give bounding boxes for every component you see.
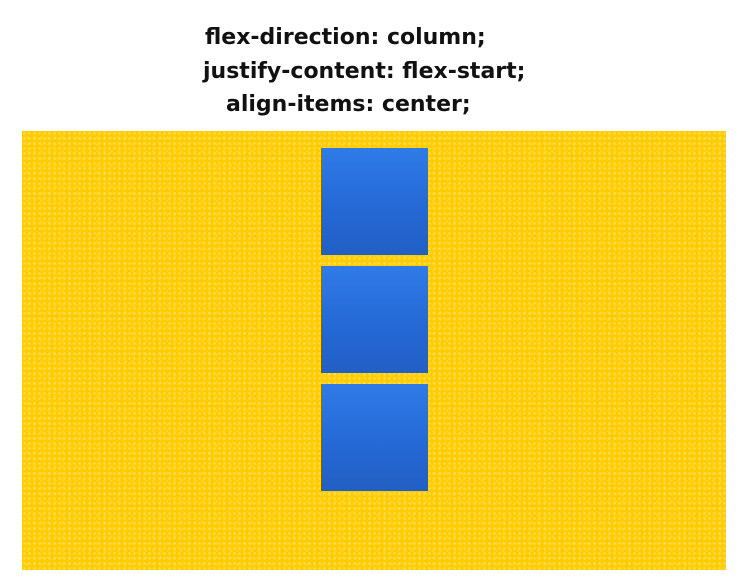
- code-line-justify-content: justify-content: flex-start;: [203, 59, 526, 84]
- flex-item-1: [320, 148, 428, 255]
- flex-item-2: [320, 266, 428, 373]
- flex-item-3: [320, 384, 428, 491]
- flex-container: [22, 131, 726, 570]
- code-line-align-items: align-items: center;: [226, 92, 471, 117]
- code-line-flex-direction: flex-direction: column;: [205, 25, 486, 50]
